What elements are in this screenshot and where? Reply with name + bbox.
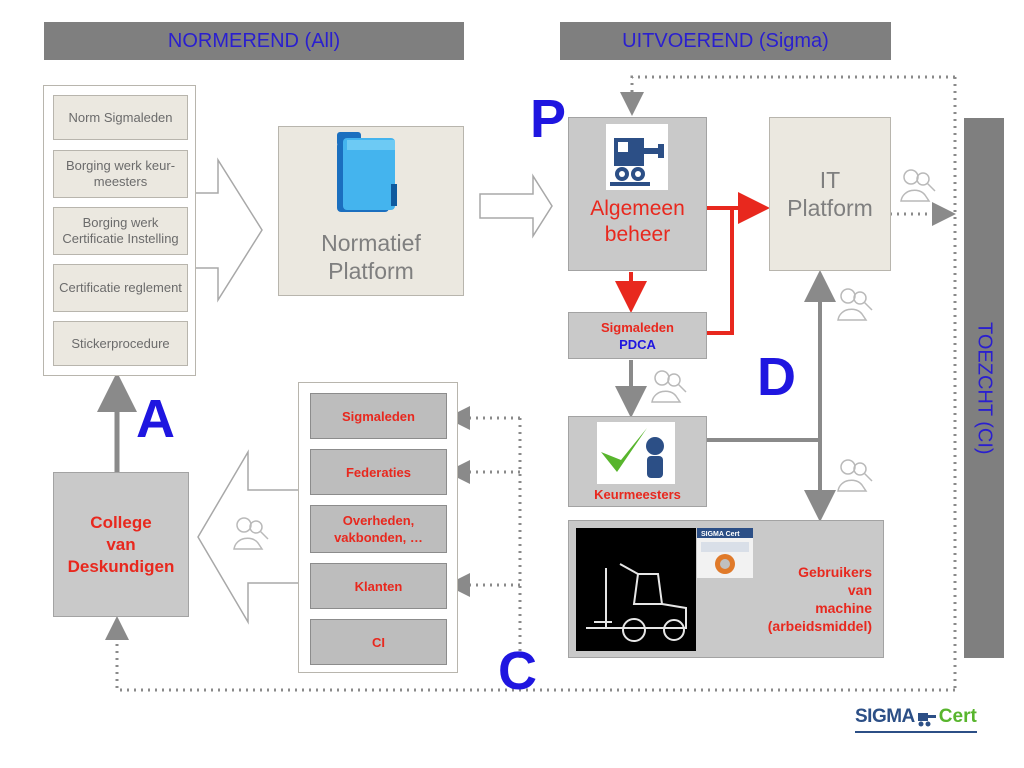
gebruikers-label: Gebruikers van machine (arbeidsmiddel) — [700, 563, 872, 635]
forklift-image — [576, 528, 696, 651]
college-line2: van — [106, 534, 136, 554]
header-normerend: NORMEREND (All) — [44, 22, 464, 60]
norm-item-sigmaleden: Norm Sigmaleden — [53, 95, 188, 140]
normatief-platform-line1: Normatief — [321, 230, 421, 256]
outline-arrow-norm — [195, 157, 263, 303]
inspector-icon — [837, 459, 873, 492]
keurmeesters-label: Keurmeesters — [594, 487, 681, 502]
it-platform-line2: Platform — [787, 195, 873, 221]
gebruikers-line1: Gebruikers — [798, 564, 872, 580]
normatief-platform-line2: Platform — [328, 258, 414, 284]
toezicht-bar: TOEZCHT (CI) — [964, 118, 1004, 658]
inspector-icon — [651, 370, 687, 403]
inspector-icon — [900, 169, 936, 202]
letter-c: C — [498, 641, 537, 701]
machine-icon — [606, 124, 668, 190]
inspector-icon — [233, 517, 269, 550]
outline-arrow-platform — [479, 173, 553, 239]
dotted-top-loop — [620, 75, 955, 116]
algemeen-beheer-label: Algemeen beheer — [568, 196, 707, 248]
norm-item-borging-certificatie: Borging werk Certificatie Instelling — [53, 207, 188, 255]
logo-figure-icon — [917, 713, 936, 727]
header-uitvoerend: UITVOEREND (Sigma) — [560, 22, 891, 60]
inspector-icon — [837, 288, 873, 321]
normatief-platform-box: Normatief Platform — [278, 126, 464, 296]
dotted-bottom-loop — [105, 616, 955, 692]
gebruikers-line2: van — [847, 582, 872, 598]
college-box: College van Deskundigen — [53, 472, 189, 617]
letter-d: D — [757, 347, 796, 407]
red-pdca-to-it — [707, 208, 734, 335]
folder-icon — [337, 132, 397, 212]
gebruikers-line3: machine — [815, 600, 872, 616]
letter-p: P — [530, 89, 567, 149]
svg-text:SIGMA Cert: SIGMA Cert — [701, 531, 740, 538]
sigmacert-certificate-image: SIGMA Cert — [697, 528, 753, 578]
checkmark-person-icon — [597, 422, 675, 484]
logo-text-cert: Cert — [938, 706, 977, 727]
norm-item-borging-keurmeesters: Borging werk keur-meesters — [53, 150, 188, 198]
it-platform-box: IT Platform — [769, 117, 891, 271]
sigmaleden-pdca-box: Sigmaleden PDCA — [568, 312, 707, 359]
algemeen-beheer-line1: Algemeen — [590, 197, 685, 220]
letter-a: A — [136, 389, 175, 449]
algemeen-beheer-line2: beheer — [604, 223, 671, 246]
stakeholder-federaties: Federaties — [310, 449, 447, 495]
sigmaleden-pdca-line2: PDCA — [619, 336, 656, 352]
stakeholder-overheden: Overheden, vakbonden, … — [310, 505, 447, 553]
logo-text-sigma: SIGMA — [855, 706, 915, 727]
college-line3: Deskundigen — [67, 556, 175, 576]
stakeholder-ci: CI — [310, 619, 447, 665]
sigmacert-logo: SIGMA Cert — [855, 703, 977, 733]
stakeholder-sigmaleden: Sigmaleden — [310, 393, 447, 439]
outline-arrow-college — [197, 449, 298, 625]
college-line1: College — [90, 512, 152, 532]
sigmaleden-pdca-line1: Sigmaleden — [601, 319, 674, 335]
toezicht-label: TOEZCHT (CI) — [973, 321, 996, 455]
norm-item-stickerprocedure: Stickerprocedure — [53, 321, 188, 366]
gebruikers-line4: (arbeidsmiddel) — [767, 618, 872, 634]
stakeholder-klanten: Klanten — [310, 563, 447, 609]
norm-item-certificatie-reglement: Certificatie reglement — [53, 264, 188, 312]
it-platform-line1: IT — [819, 167, 841, 193]
